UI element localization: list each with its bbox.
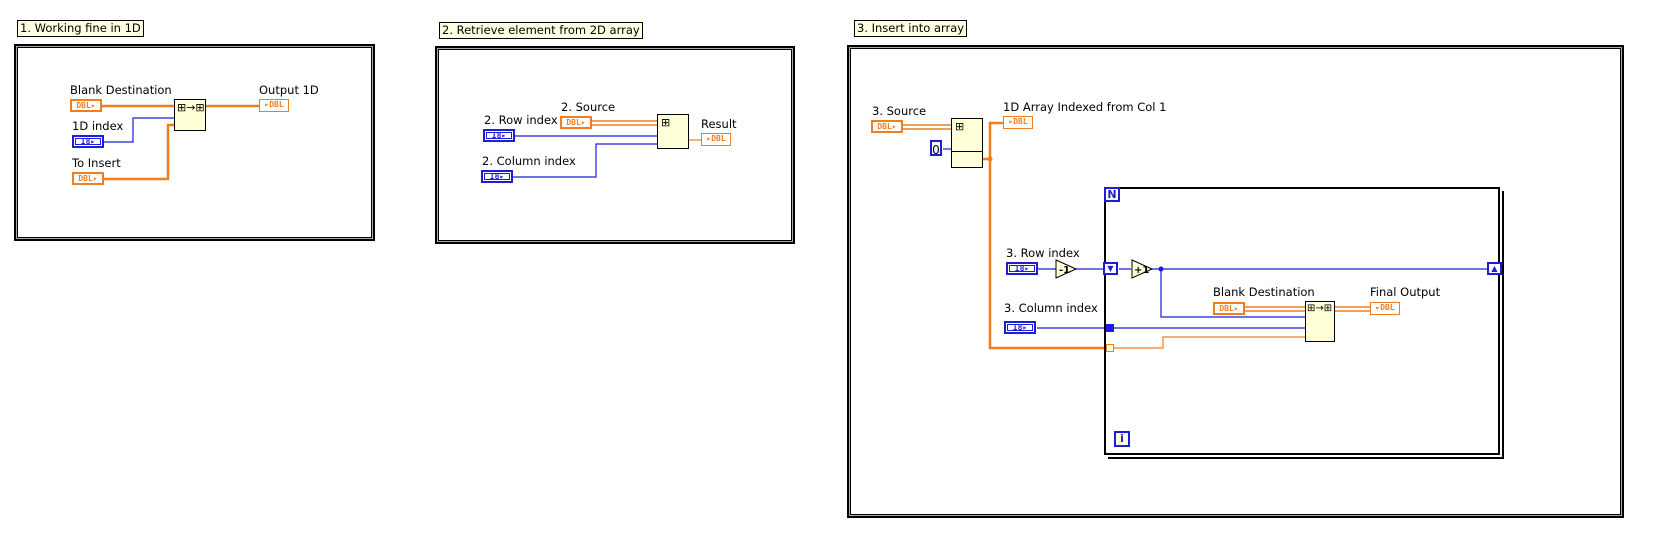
section-1-comment: 1. Working fine in 1D [17, 20, 144, 37]
section-3-comment: 3. Insert into array [854, 20, 968, 37]
2-row-index-control[interactable]: I8▸ [483, 129, 515, 142]
blank-destination-control[interactable]: DBL▸ [70, 99, 102, 112]
loop-count-terminal[interactable]: N [1104, 187, 1120, 202]
to-insert-control[interactable]: DBL▸ [72, 172, 104, 185]
index-array-icon: ⊞ [661, 116, 671, 129]
3-source-label: 3. Source [872, 104, 927, 118]
index-constant[interactable]: 0 [930, 140, 942, 157]
3-row-index-label: 3. Row index [1006, 246, 1080, 260]
for-loop[interactable] [1104, 187, 1500, 455]
section-2-frame [435, 46, 795, 244]
insert-into-array-icon: ⊞→⊞ [177, 101, 205, 114]
2-column-index-label: 2. Column index [482, 154, 576, 168]
insert-into-array-node-1[interactable]: ⊞→⊞ [174, 99, 206, 131]
insert-into-array-icon: ⊞→⊞ [1307, 303, 1333, 314]
2-source-label: 2. Source [561, 100, 616, 114]
shift-register-right[interactable]: ▲ [1487, 262, 1502, 275]
element-tunnel[interactable] [1106, 344, 1114, 352]
loop-iteration-terminal[interactable]: i [1114, 431, 1130, 447]
result-indicator[interactable]: ▸DBL [701, 133, 731, 146]
final-output-label: Final Output [1370, 285, 1441, 299]
index-array-node-2[interactable]: ⊞ [657, 114, 689, 149]
index-array-icon: ⊞ [955, 120, 965, 133]
to-insert-label: To Insert [72, 156, 121, 170]
result-label: Result [701, 117, 737, 131]
indexed-col-indicator[interactable]: ▸DBL [1003, 116, 1033, 129]
3-blank-destination-label: Blank Destination [1213, 285, 1315, 299]
1d-index-label: 1D index [72, 119, 124, 133]
decrement-symbol: -1 [1059, 265, 1070, 276]
increment-node[interactable]: +1 [1131, 259, 1153, 279]
3-row-index-control[interactable]: I8▸ [1006, 262, 1038, 275]
increment-symbol: +1 [1134, 265, 1149, 276]
2-column-index-control[interactable]: I8▸ [481, 170, 513, 183]
output-1d-label: Output 1D [259, 83, 319, 97]
section-3-frame [847, 45, 1624, 518]
3-blank-destination-control[interactable]: DBL▸ [1213, 302, 1245, 315]
output-1d-indicator[interactable]: ▸DBL [259, 99, 289, 112]
shift-register-left[interactable]: ▼ [1103, 262, 1118, 275]
insert-into-array-node-3[interactable]: ⊞→⊞ [1305, 301, 1335, 342]
blank-destination-label: Blank Destination [70, 83, 172, 97]
3-source-control[interactable]: DBL▸ [871, 120, 903, 133]
decrement-node[interactable]: -1 [1055, 259, 1077, 279]
3-column-index-control[interactable]: I8▸ [1004, 321, 1036, 334]
2-row-index-label: 2. Row index [484, 113, 558, 127]
node-divider [952, 151, 982, 152]
section-1-frame [14, 44, 375, 241]
2-source-control[interactable]: DBL▸ [560, 116, 592, 129]
final-output-indicator[interactable]: ▸DBL [1370, 302, 1400, 315]
indexed-col-label: 1D Array Indexed from Col 1 [1003, 100, 1167, 114]
column-tunnel[interactable] [1106, 324, 1114, 332]
3-column-index-label: 3. Column index [1004, 301, 1098, 315]
index-array-node-3[interactable]: ⊞ [951, 118, 983, 168]
section-2-comment: 2. Retrieve element from 2D array [439, 22, 643, 39]
1d-index-control[interactable]: I8▸ [72, 135, 104, 148]
